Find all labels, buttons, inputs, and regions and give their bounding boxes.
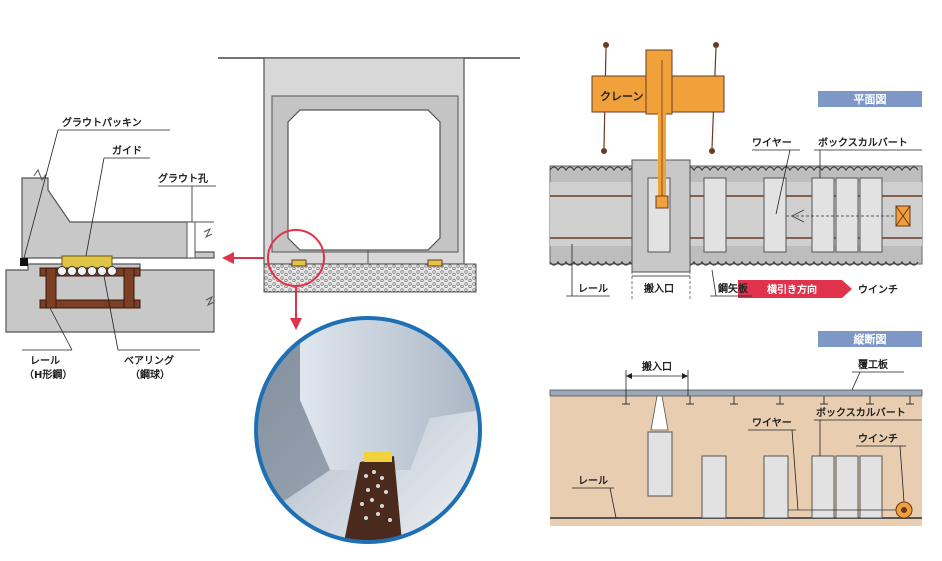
crane: クレーン (591, 42, 725, 209)
rail-sub-label: （H形鋼） (24, 368, 72, 381)
bearing-label: ベアリング (124, 354, 174, 367)
plan-sheet-pile-label: 鋼矢板 (717, 282, 749, 295)
plan-entry-label: 搬入口 (644, 282, 674, 295)
culvert-cross-section (218, 57, 520, 330)
rail-detail: グラウトパッキン ガイド グラウト孔 レール （H形鋼） ベアリング （鋼球） (5, 116, 216, 381)
section-entry-label: 搬入口 (642, 360, 672, 373)
guide-label: ガイド (112, 144, 142, 157)
steel-ball-bearings (57, 266, 117, 276)
grout-packing (20, 258, 28, 266)
plan-box-culvert-label: ボックスカルバート (818, 136, 908, 149)
grout-hole-label: グラウト孔 (158, 172, 208, 185)
culvert-bottom-slab (21, 177, 215, 259)
crane-label: クレーン (600, 90, 643, 103)
deck-label: 覆工板 (858, 358, 889, 371)
section-view-title-bg (818, 331, 922, 347)
plan-rail-label: レール (578, 284, 608, 295)
section-box-culvert-label: ボックスカルバート (816, 406, 906, 419)
grout-hole (186, 221, 196, 259)
deck-plate (549, 389, 923, 397)
rail-label: レール (30, 356, 60, 367)
plan-wire-label: ワイヤー (752, 137, 792, 149)
pull-direction-label: 横引き方向 (767, 283, 817, 296)
plan-winch-label: ウインチ (858, 284, 898, 296)
plan-view-title: 平面図 (854, 92, 887, 106)
section-winch-label: ウインチ (858, 433, 898, 445)
zoom-photo (254, 316, 482, 544)
section-view: 縦断図 搬入口 (549, 331, 923, 526)
culvert-opening (287, 109, 441, 251)
pull-direction-arrow: 横引き方向 (738, 280, 852, 298)
bearing-sub-label: （鋼球） (130, 368, 170, 381)
section-wire-label: ワイヤー (752, 417, 792, 429)
section-rail-label: レール (578, 476, 608, 487)
plan-view: 平面図 (549, 42, 923, 300)
grout-packing-label: グラウトパッキン (62, 116, 142, 129)
guide (61, 255, 113, 269)
section-view-title: 縦断図 (854, 332, 887, 346)
detail-pointer-arrow (222, 252, 270, 264)
gravel-base (263, 263, 477, 293)
plan-view-title-bg (818, 91, 922, 107)
